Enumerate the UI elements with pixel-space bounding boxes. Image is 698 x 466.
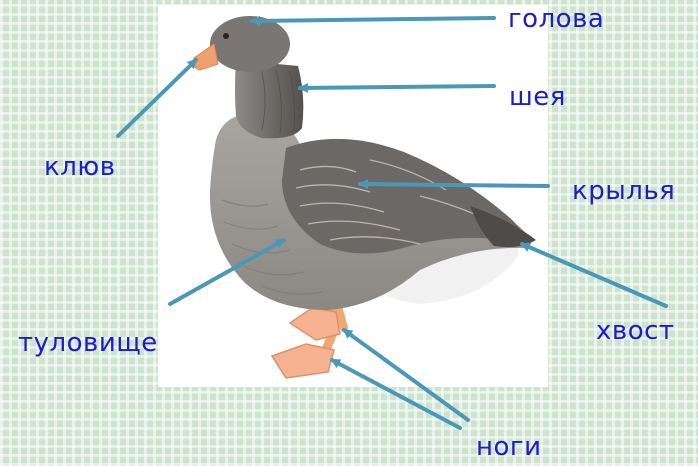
goose-legs	[272, 306, 344, 378]
arrow-beak	[118, 60, 196, 136]
label-body: туловище	[18, 330, 158, 356]
label-legs: ноги	[476, 434, 541, 460]
label-neck: шея	[509, 84, 566, 110]
goose-head	[210, 16, 290, 72]
goose-beak	[193, 44, 218, 70]
label-head: голова	[508, 6, 604, 32]
arrow-wings	[360, 184, 548, 186]
arrow-head	[252, 18, 494, 21]
label-wings: крылья	[572, 178, 675, 204]
arrow-tail	[522, 244, 666, 306]
label-tail: хвост	[596, 318, 675, 344]
arrow-neck	[300, 86, 494, 88]
goose-illustration	[193, 16, 536, 378]
goose-eye	[223, 33, 229, 39]
label-beak: клюв	[44, 154, 116, 180]
